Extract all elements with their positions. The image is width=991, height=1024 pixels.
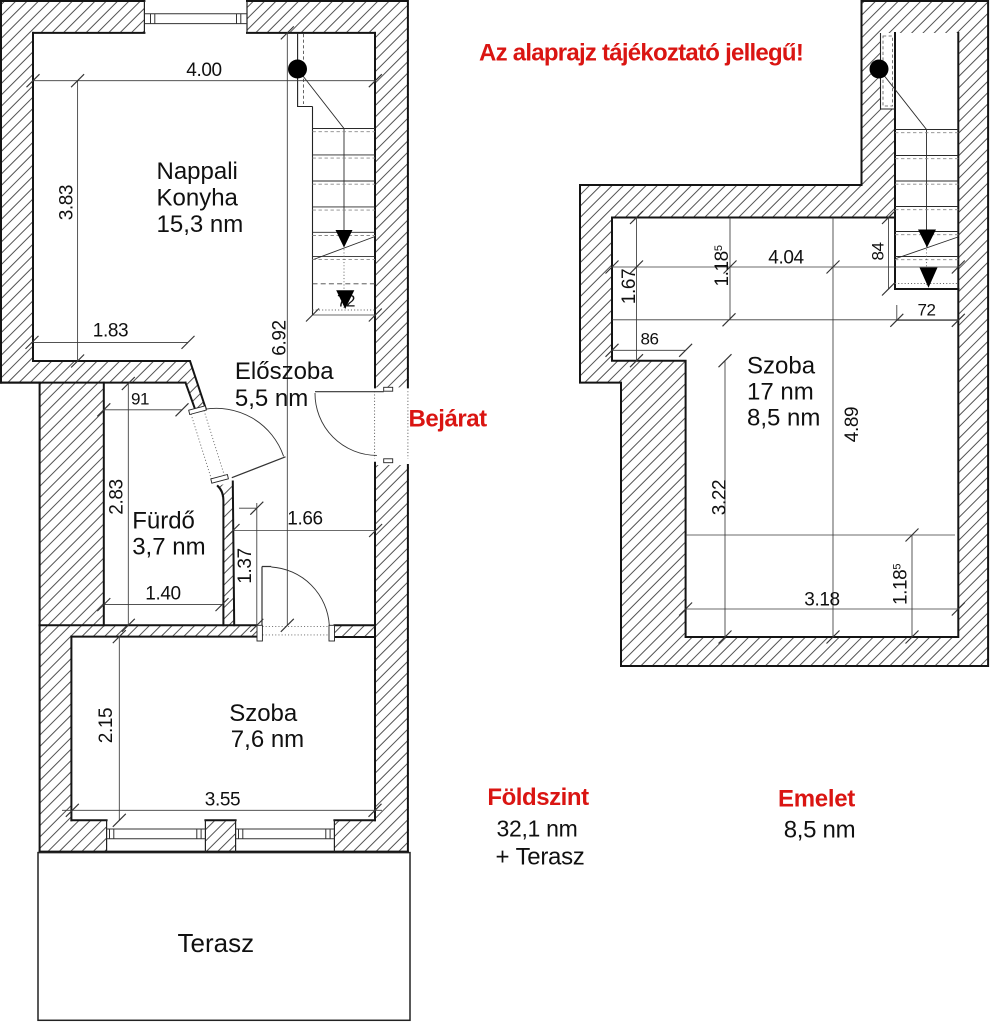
svg-text:1.66: 1.66 bbox=[287, 509, 322, 530]
svg-text:3.55: 3.55 bbox=[205, 790, 240, 811]
svg-text:1.83: 1.83 bbox=[93, 321, 128, 342]
svg-text:1.185: 1.185 bbox=[712, 245, 733, 286]
svg-text:1.185: 1.185 bbox=[891, 564, 912, 605]
svg-text:Konyha: Konyha bbox=[157, 185, 239, 212]
svg-text:7,6 nm: 7,6 nm bbox=[231, 726, 304, 753]
svg-text:+ Terasz: + Terasz bbox=[496, 844, 585, 871]
svg-text:1.40: 1.40 bbox=[145, 584, 180, 605]
svg-text:32,1 nm: 32,1 nm bbox=[496, 816, 577, 842]
svg-text:15,3 nm: 15,3 nm bbox=[157, 211, 244, 238]
svg-text:4.89: 4.89 bbox=[842, 407, 863, 442]
svg-text:Fürdő: Fürdő bbox=[132, 507, 195, 534]
svg-text:72: 72 bbox=[917, 301, 935, 320]
svg-text:Terasz: Terasz bbox=[178, 928, 255, 958]
svg-text:Szoba: Szoba bbox=[229, 700, 298, 727]
svg-text:3.83: 3.83 bbox=[57, 185, 78, 220]
svg-text:3.22: 3.22 bbox=[710, 480, 731, 515]
svg-text:Földszint: Földszint bbox=[487, 784, 589, 811]
svg-text:91: 91 bbox=[131, 390, 149, 409]
svg-text:Nappali: Nappali bbox=[157, 158, 238, 185]
svg-text:Bejárat: Bejárat bbox=[409, 405, 488, 432]
svg-text:3.18: 3.18 bbox=[804, 590, 839, 611]
svg-text:Szoba: Szoba bbox=[747, 353, 816, 380]
svg-text:Előszoba: Előszoba bbox=[235, 358, 334, 385]
svg-text:17 nm: 17 nm bbox=[747, 379, 814, 406]
svg-text:6.92: 6.92 bbox=[270, 320, 291, 355]
svg-text:1.37: 1.37 bbox=[235, 548, 256, 583]
svg-text:1.67: 1.67 bbox=[619, 269, 640, 304]
svg-text:3,7 nm: 3,7 nm bbox=[132, 533, 205, 560]
svg-text:8,5 nm: 8,5 nm bbox=[747, 405, 820, 432]
svg-text:86: 86 bbox=[640, 330, 658, 349]
svg-text:84: 84 bbox=[869, 242, 888, 260]
svg-text:4.04: 4.04 bbox=[768, 248, 804, 269]
svg-text:2.15: 2.15 bbox=[96, 708, 117, 743]
svg-text:8,5 nm: 8,5 nm bbox=[784, 817, 856, 844]
svg-text:Emelet: Emelet bbox=[778, 786, 855, 813]
svg-text:4.00: 4.00 bbox=[186, 60, 221, 81]
svg-text:5,5 nm: 5,5 nm bbox=[235, 385, 308, 412]
svg-text:Az alaprajz tájékoztató jelleg: Az alaprajz tájékoztató jellegű! bbox=[479, 39, 803, 66]
svg-text:2.83: 2.83 bbox=[107, 479, 128, 514]
